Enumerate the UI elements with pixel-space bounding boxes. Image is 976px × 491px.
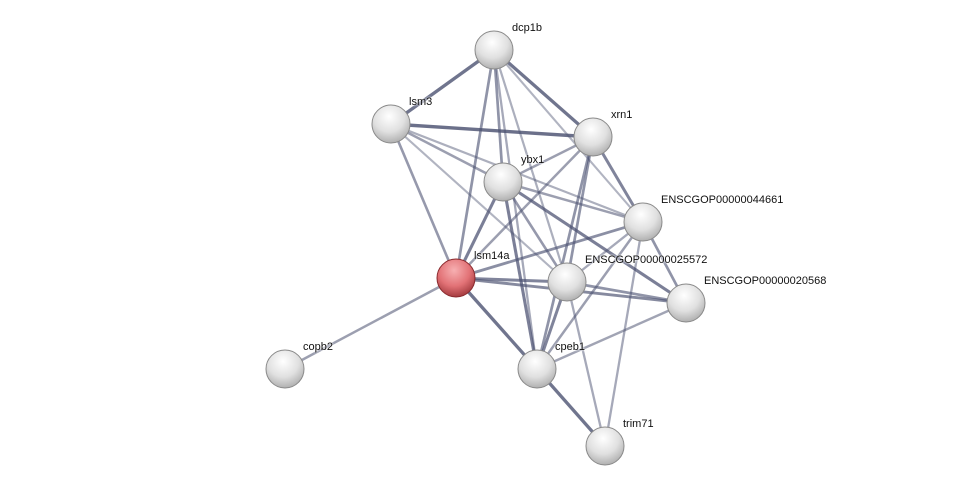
node-cpeb1[interactable] <box>517 349 557 389</box>
edge-ybx1-e44661[interactable] <box>502 180 644 224</box>
node-e20568[interactable] <box>666 283 706 323</box>
edge-lsm14a-cpeb1[interactable] <box>454 276 539 371</box>
edge-xrn1-lsm14a[interactable] <box>455 136 594 279</box>
edge-dcp1b-xrn1[interactable] <box>492 48 595 139</box>
edge-ybx1-cpeb1[interactable] <box>501 181 539 370</box>
node-label-dcp1b: dcp1b <box>512 22 542 34</box>
node-dcp1b[interactable] <box>474 30 514 70</box>
edge-e44661-cpeb1[interactable] <box>535 221 645 370</box>
edge-e44661-trim71[interactable] <box>603 221 645 447</box>
node-xrn1[interactable] <box>573 117 613 157</box>
edge-dcp1b-cpeb1[interactable] <box>492 49 539 370</box>
edge-xrn1-cpeb1[interactable] <box>535 136 595 370</box>
node-label-trim71: trim71 <box>623 418 654 430</box>
edge-cpeb1-e20568[interactable] <box>536 301 687 371</box>
edge-ybx1-e25572[interactable] <box>501 181 569 283</box>
node-lsm3[interactable] <box>371 104 411 144</box>
edge-lsm14a-copb2[interactable] <box>284 276 457 371</box>
node-label-e20568: ENSCGOP00000020568 <box>704 275 827 287</box>
edge-lsm3-e25572[interactable] <box>390 123 568 283</box>
edge-e25572-trim71[interactable] <box>565 281 607 447</box>
node-ybx1[interactable] <box>483 162 523 202</box>
edge-lsm3-xrn1[interactable] <box>390 122 594 139</box>
node-label-lsm3: lsm3 <box>409 96 433 108</box>
node-e44661[interactable] <box>623 202 663 242</box>
node-trim71[interactable] <box>585 426 625 466</box>
node-e25572[interactable] <box>547 262 587 302</box>
edge-lsm3-ybx1[interactable] <box>390 122 504 184</box>
node-lsm14a[interactable] <box>436 258 476 298</box>
edge-ybx1-e20568[interactable] <box>502 180 687 305</box>
node-label-e44661: ENSCGOP00000044661 <box>661 194 784 206</box>
node-copb2[interactable] <box>265 349 305 389</box>
edge-dcp1b-lsm14a[interactable] <box>454 49 496 279</box>
edge-dcp1b-e25572[interactable] <box>492 49 569 283</box>
node-label-lsm14a: lsm14a <box>474 250 510 262</box>
node-label-cpeb1: cpeb1 <box>555 341 585 353</box>
edge-lsm3-lsm14a[interactable] <box>389 123 458 279</box>
edge-xrn1-e25572[interactable] <box>565 136 595 283</box>
edge-dcp1b-ybx1[interactable] <box>492 49 505 183</box>
node-label-ybx1: ybx1 <box>521 154 545 166</box>
edge-dcp1b-lsm3[interactable] <box>390 48 495 126</box>
edge-e44661-lsm14a[interactable] <box>455 220 644 280</box>
edge-e25572-e20568[interactable] <box>566 280 687 305</box>
node-label-e25572: ENSCGOP00000025572 <box>585 254 708 266</box>
node-label-copb2: copb2 <box>303 341 333 353</box>
node-label-xrn1: xrn1 <box>611 109 633 121</box>
